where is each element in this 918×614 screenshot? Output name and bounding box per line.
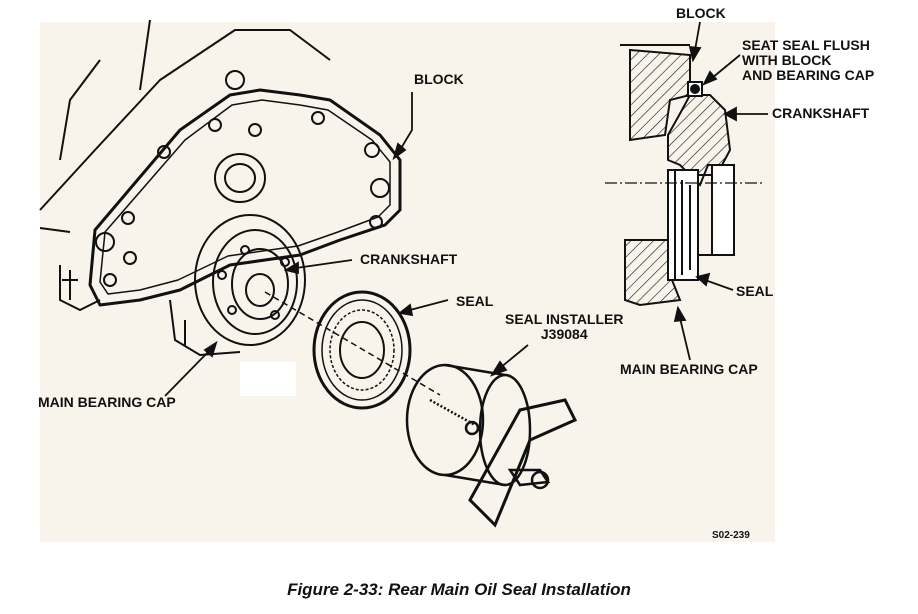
label-seal-right: SEAL [736,283,774,299]
figure-caption: Figure 2-33: Rear Main Oil Seal Installa… [287,580,631,599]
leader-lines-left [164,92,529,397]
label-crankshaft-left: CRANKSHAFT [360,251,458,267]
label-block-right: BLOCK [676,5,726,21]
white-patch [240,362,296,396]
label-block-left: BLOCK [414,71,464,87]
leader-lines-right [673,21,768,361]
seal-installer-drawing [405,363,578,528]
label-seal-left: SEAL [456,293,494,309]
label-seat-seal-flush: SEAT SEAL FLUSH WITH BLOCK AND BEARING C… [742,37,875,83]
alignment-centerline [264,291,441,396]
label-seal-installer: SEAL INSTALLER J39084 [505,311,624,342]
label-main-bearing-cap-left: MAIN BEARING CAP [38,394,176,410]
label-crankshaft-right: CRANKSHAFT [772,105,870,121]
label-main-bearing-cap-right: MAIN BEARING CAP [620,361,758,377]
engine-block-drawing [39,19,402,356]
cross-section-drawing [620,44,735,307]
seal-drawing [312,290,412,410]
figure-code: S02-239 [712,530,750,541]
